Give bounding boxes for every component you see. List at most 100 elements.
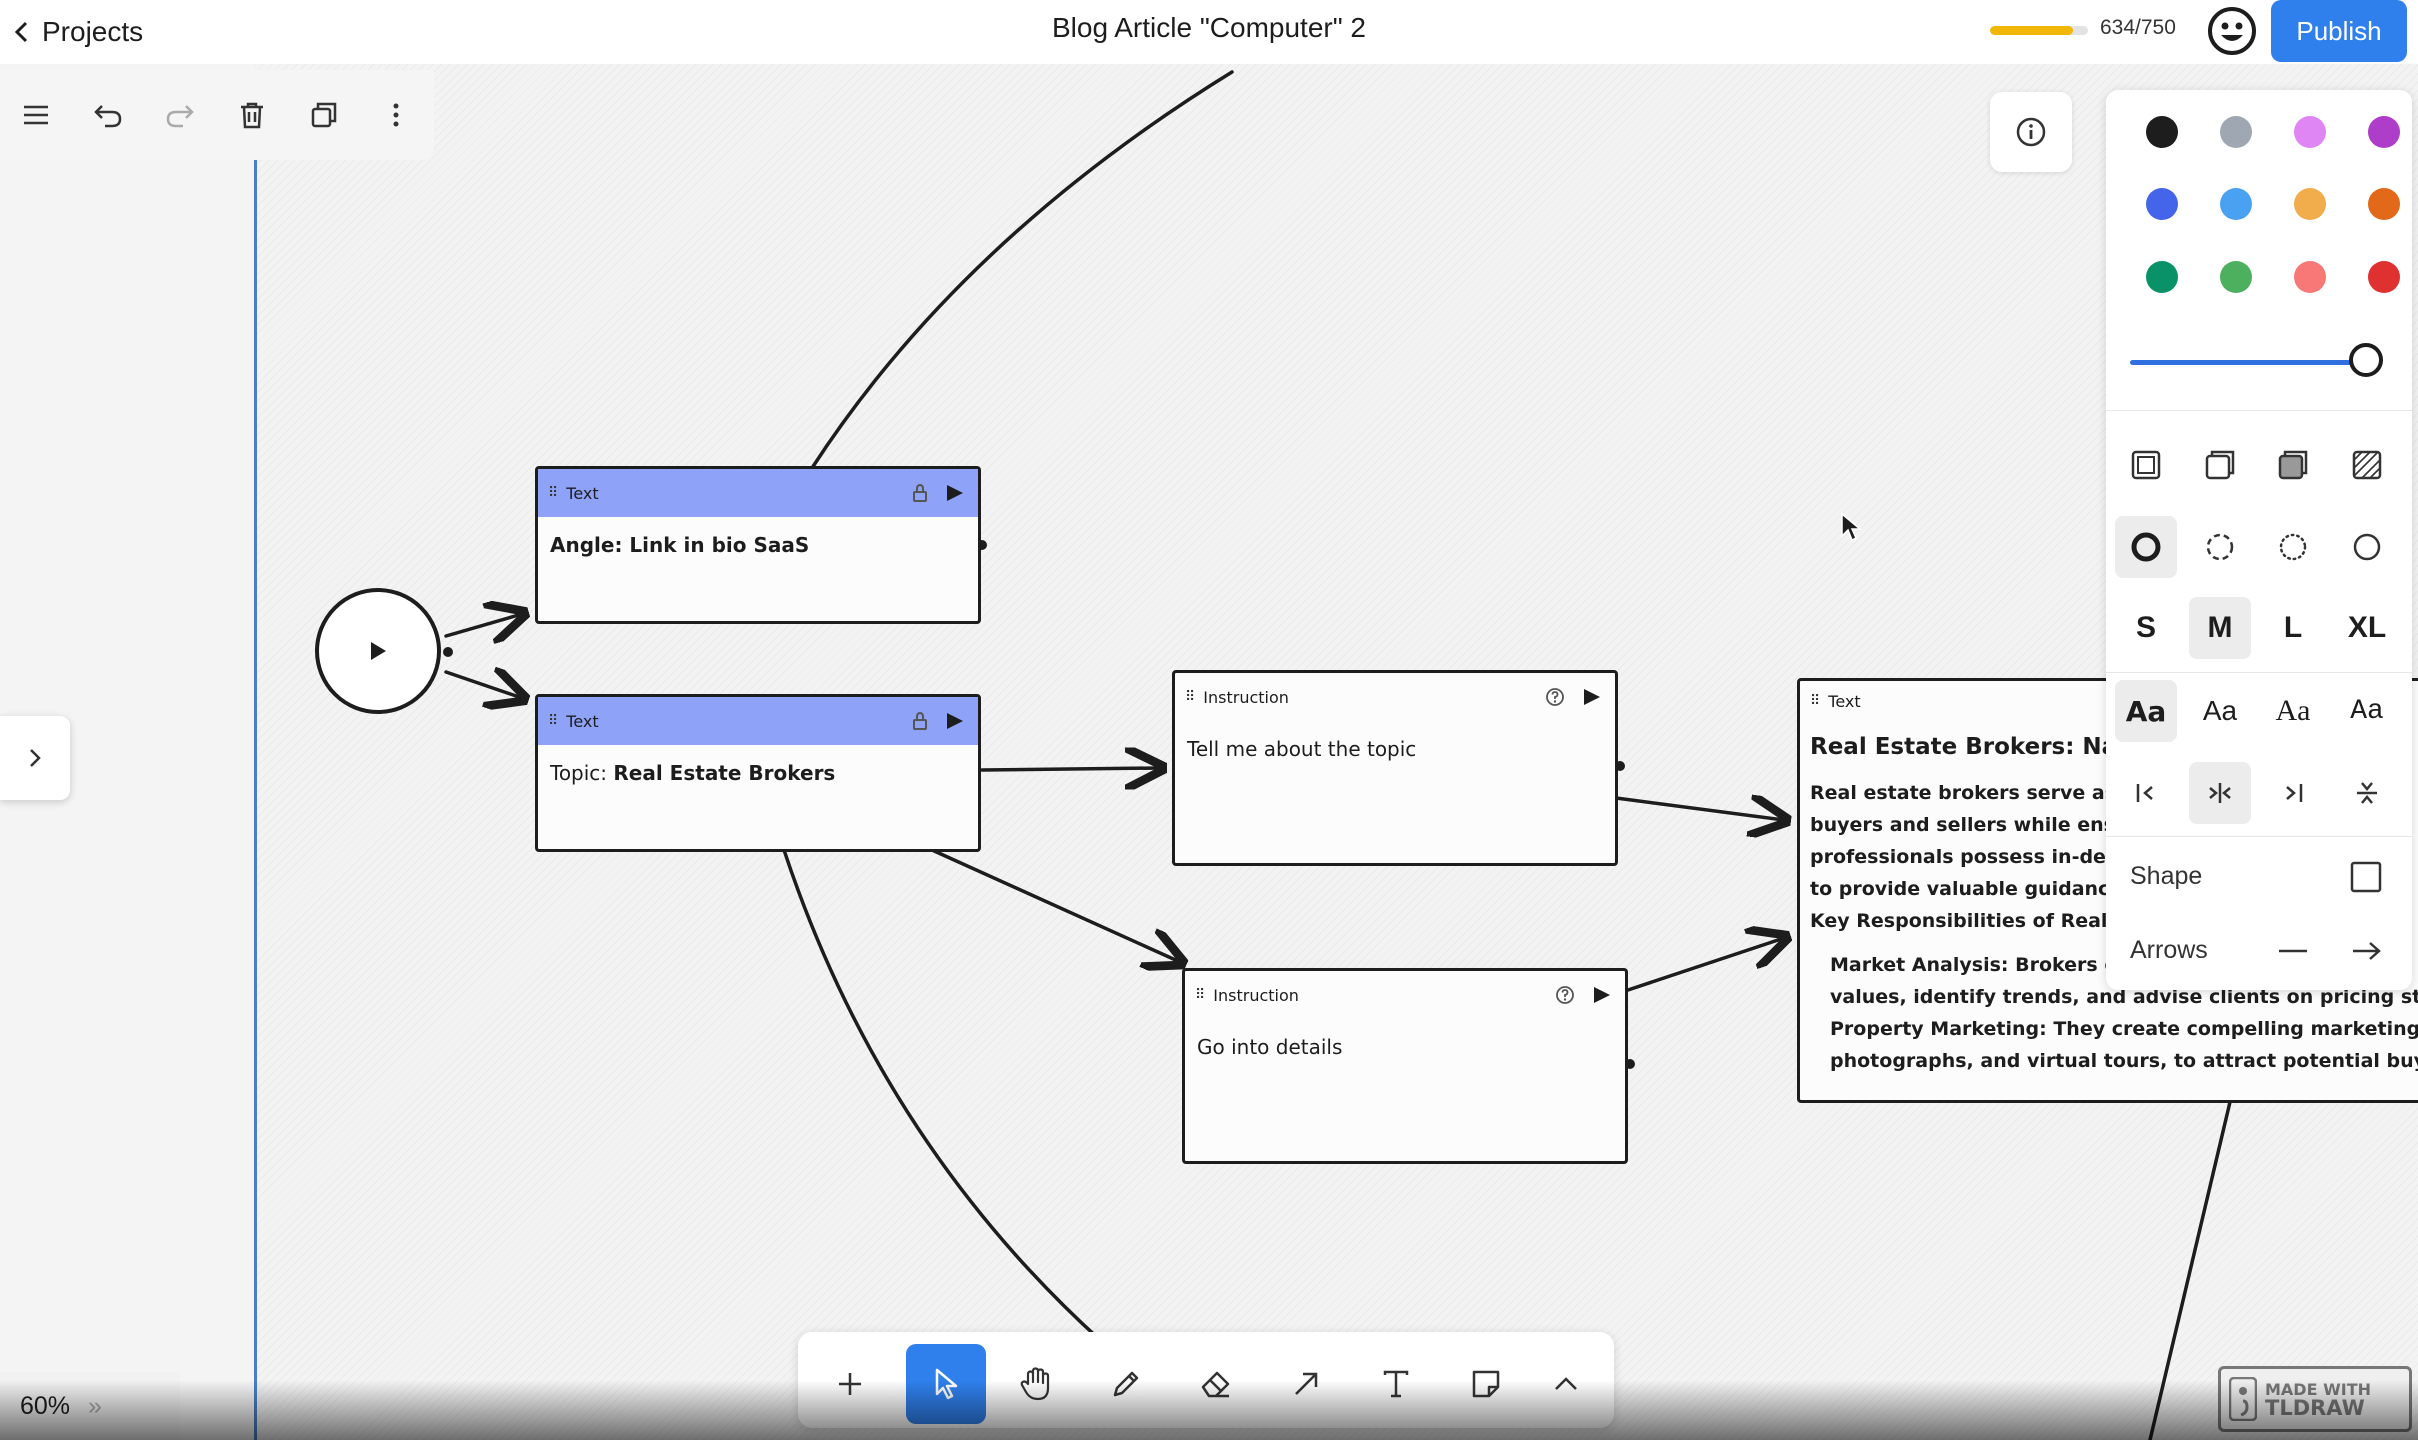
text-tool-button[interactable] xyxy=(1356,1344,1436,1424)
node-content-prefix: Topic: xyxy=(550,761,614,785)
size-m-button[interactable]: M xyxy=(2189,597,2251,659)
dash-dotted-button[interactable] xyxy=(2262,516,2324,578)
node-content[interactable]: Real Estate Brokers: Navi Real estate br… xyxy=(1800,721,2418,1087)
duplicate-button[interactable] xyxy=(288,79,360,151)
font-sans-button[interactable]: Aa xyxy=(2202,695,2238,726)
node-type-label: Instruction xyxy=(1203,687,1289,707)
align-middle-button[interactable] xyxy=(2189,762,2251,824)
drag-handle-icon[interactable]: ⠿ xyxy=(548,713,558,729)
font-mono-button[interactable]: Aa xyxy=(2350,695,2384,727)
drag-handle-icon[interactable]: ⠿ xyxy=(1810,693,1820,709)
color-swatch[interactable] xyxy=(2368,188,2400,220)
size-l-button[interactable]: L xyxy=(2283,611,2303,644)
node-content[interactable]: Topic: Real Estate Brokers xyxy=(538,745,978,801)
opacity-slider-track[interactable] xyxy=(2130,360,2366,365)
opacity-slider-handle[interactable] xyxy=(2349,343,2383,377)
hamburger-icon xyxy=(24,105,48,125)
arrowhead-end-button[interactable] xyxy=(2336,920,2398,982)
node-header[interactable]: ⠿ Text xyxy=(538,469,978,517)
font-draw-button[interactable]: Aa xyxy=(2115,680,2177,742)
fill-pattern-button[interactable] xyxy=(2336,434,2398,496)
fill-solid-button[interactable] xyxy=(2262,434,2324,496)
drag-handle-icon[interactable]: ⠿ xyxy=(548,485,558,501)
made-with-tldraw-badge[interactable]: MADE WITH TLDRAW xyxy=(2218,1366,2412,1432)
text-node-topic[interactable]: ⠿ Text Topic: Real Estate Brokers xyxy=(535,694,981,852)
dash-draw-button[interactable] xyxy=(2115,516,2177,578)
hand-tool-button[interactable] xyxy=(996,1344,1076,1424)
align-start-button[interactable] xyxy=(2115,762,2177,824)
undo-button[interactable] xyxy=(72,79,144,151)
font-serif-button[interactable]: Aa xyxy=(2275,694,2311,727)
expand-sidebar-button[interactable] xyxy=(0,716,70,800)
dash-solid-button[interactable] xyxy=(2336,516,2398,578)
info-button[interactable] xyxy=(1990,92,2072,172)
select-tool-button[interactable] xyxy=(906,1344,986,1424)
fill-none-button[interactable] xyxy=(2115,434,2177,496)
instruction-node-topic[interactable]: ⠿ Instruction Tell me about the topic xyxy=(1172,670,1618,866)
color-swatch[interactable] xyxy=(2146,188,2178,220)
smiley-avatar-icon[interactable] xyxy=(2206,5,2258,57)
color-swatch[interactable] xyxy=(2368,261,2400,293)
node-header[interactable]: ⠿ Text xyxy=(1800,681,2418,721)
run-node-icon[interactable] xyxy=(1585,983,1615,1007)
size-xl-button[interactable]: XL xyxy=(2347,611,2387,644)
run-node-icon[interactable] xyxy=(1575,685,1605,709)
word-count-progress-bar xyxy=(1990,26,2088,35)
note-tool-button[interactable] xyxy=(1446,1344,1526,1424)
node-header[interactable]: ⠿ Instruction xyxy=(1185,971,1625,1019)
dash-dashed-button[interactable] xyxy=(2189,516,2251,578)
output-subhead: Key Responsibilities of Real E xyxy=(1810,910,2128,932)
text-node-angle[interactable]: ⠿ Text Angle: Link in bio SaaS xyxy=(535,466,981,624)
lock-icon[interactable] xyxy=(912,483,928,503)
color-swatch[interactable] xyxy=(2220,188,2252,220)
more-tools-button[interactable] xyxy=(1526,1344,1606,1424)
line-no-arrow-icon xyxy=(2279,949,2307,953)
node-content[interactable]: Go into details xyxy=(1197,1035,1343,1059)
node-header[interactable]: ⠿ Instruction xyxy=(1175,673,1615,721)
shape-rectangle-button[interactable] xyxy=(2335,846,2397,908)
run-node-icon[interactable] xyxy=(938,481,968,505)
draw-tool-button[interactable] xyxy=(1086,1344,1166,1424)
zoom-control[interactable]: 60% » xyxy=(0,1372,180,1440)
back-to-projects-link[interactable]: Projects xyxy=(12,8,143,56)
lock-icon[interactable] xyxy=(912,711,928,731)
drag-handle-icon[interactable]: ⠿ xyxy=(1195,987,1205,1003)
node-content[interactable]: Tell me about the topic xyxy=(1187,737,1417,761)
color-swatch[interactable] xyxy=(2294,188,2326,220)
color-swatch[interactable] xyxy=(2294,116,2326,148)
help-icon[interactable] xyxy=(1555,985,1575,1005)
eraser-tool-button[interactable] xyxy=(1176,1344,1256,1424)
more-options-button[interactable] xyxy=(360,79,432,151)
arrow-tool-button[interactable] xyxy=(1266,1344,1346,1424)
delete-button[interactable] xyxy=(216,79,288,151)
color-swatch[interactable] xyxy=(2146,261,2178,293)
align-vertical-icon xyxy=(2357,782,2377,804)
color-swatch[interactable] xyxy=(2220,116,2252,148)
instruction-node-details[interactable]: ⠿ Instruction Go into details xyxy=(1182,968,1628,1164)
node-content[interactable]: Angle: Link in bio SaaS xyxy=(550,533,810,557)
color-swatch[interactable] xyxy=(2220,261,2252,293)
color-swatch[interactable] xyxy=(2146,116,2178,148)
run-node-icon[interactable] xyxy=(938,709,968,733)
start-run-node[interactable] xyxy=(315,588,441,714)
fill-semi-button[interactable] xyxy=(2189,434,2251,496)
arrow-right-icon xyxy=(2353,942,2381,960)
size-s-button[interactable]: S xyxy=(2135,611,2156,644)
drag-handle-icon[interactable]: ⠿ xyxy=(1185,689,1195,705)
add-tool-button[interactable] xyxy=(810,1344,890,1424)
help-icon[interactable] xyxy=(1545,687,1565,707)
fill-none-icon xyxy=(2131,450,2161,480)
color-swatch[interactable] xyxy=(2368,116,2400,148)
redo-button[interactable] xyxy=(144,79,216,151)
output-bullet: photographs, and virtual tours, to attra… xyxy=(1830,1050,2418,1072)
align-vertical-button[interactable] xyxy=(2336,762,2398,824)
align-end-button[interactable] xyxy=(2262,762,2324,824)
arrowhead-start-button[interactable] xyxy=(2262,920,2324,982)
publish-button[interactable]: Publish xyxy=(2271,0,2407,62)
eraser-icon xyxy=(1201,1371,1230,1398)
color-swatch[interactable] xyxy=(2294,261,2326,293)
node-header[interactable]: ⠿ Text xyxy=(538,697,978,745)
menu-button[interactable] xyxy=(0,79,72,151)
sticky-note-icon xyxy=(1472,1370,1500,1398)
zoom-level: 60% xyxy=(20,1391,71,1420)
